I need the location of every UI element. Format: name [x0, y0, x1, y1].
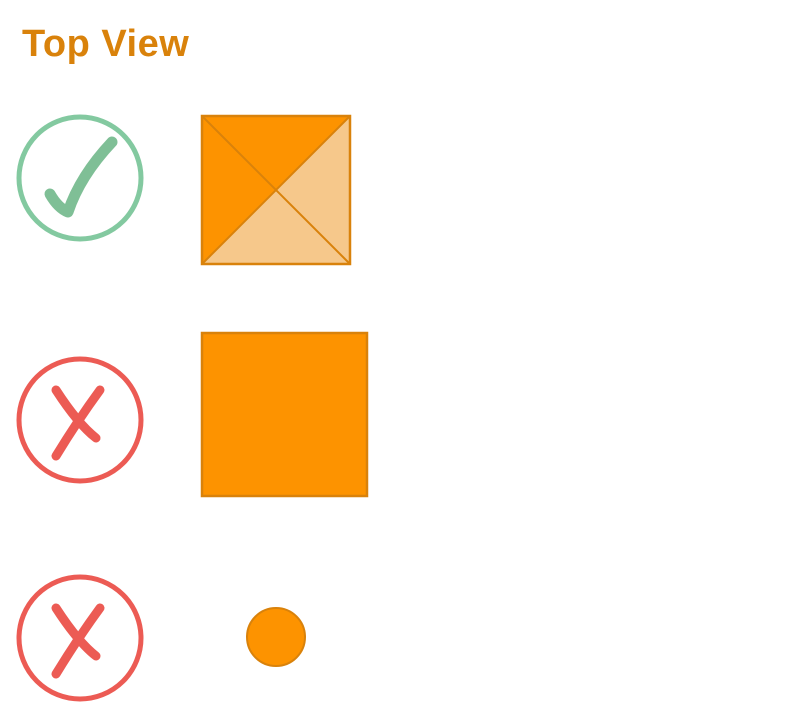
square-pyramid-top-view: [200, 114, 352, 266]
page-title: Top View: [22, 23, 190, 65]
option-row-3[interactable]: [0, 572, 802, 704]
plain-square: [200, 331, 369, 498]
small-circle: [246, 607, 306, 667]
cross-icon: [16, 356, 144, 484]
option-row-1[interactable]: [0, 112, 802, 266]
option-row-2[interactable]: [0, 331, 802, 498]
check-icon: [16, 114, 144, 242]
cross-icon: [16, 574, 144, 702]
